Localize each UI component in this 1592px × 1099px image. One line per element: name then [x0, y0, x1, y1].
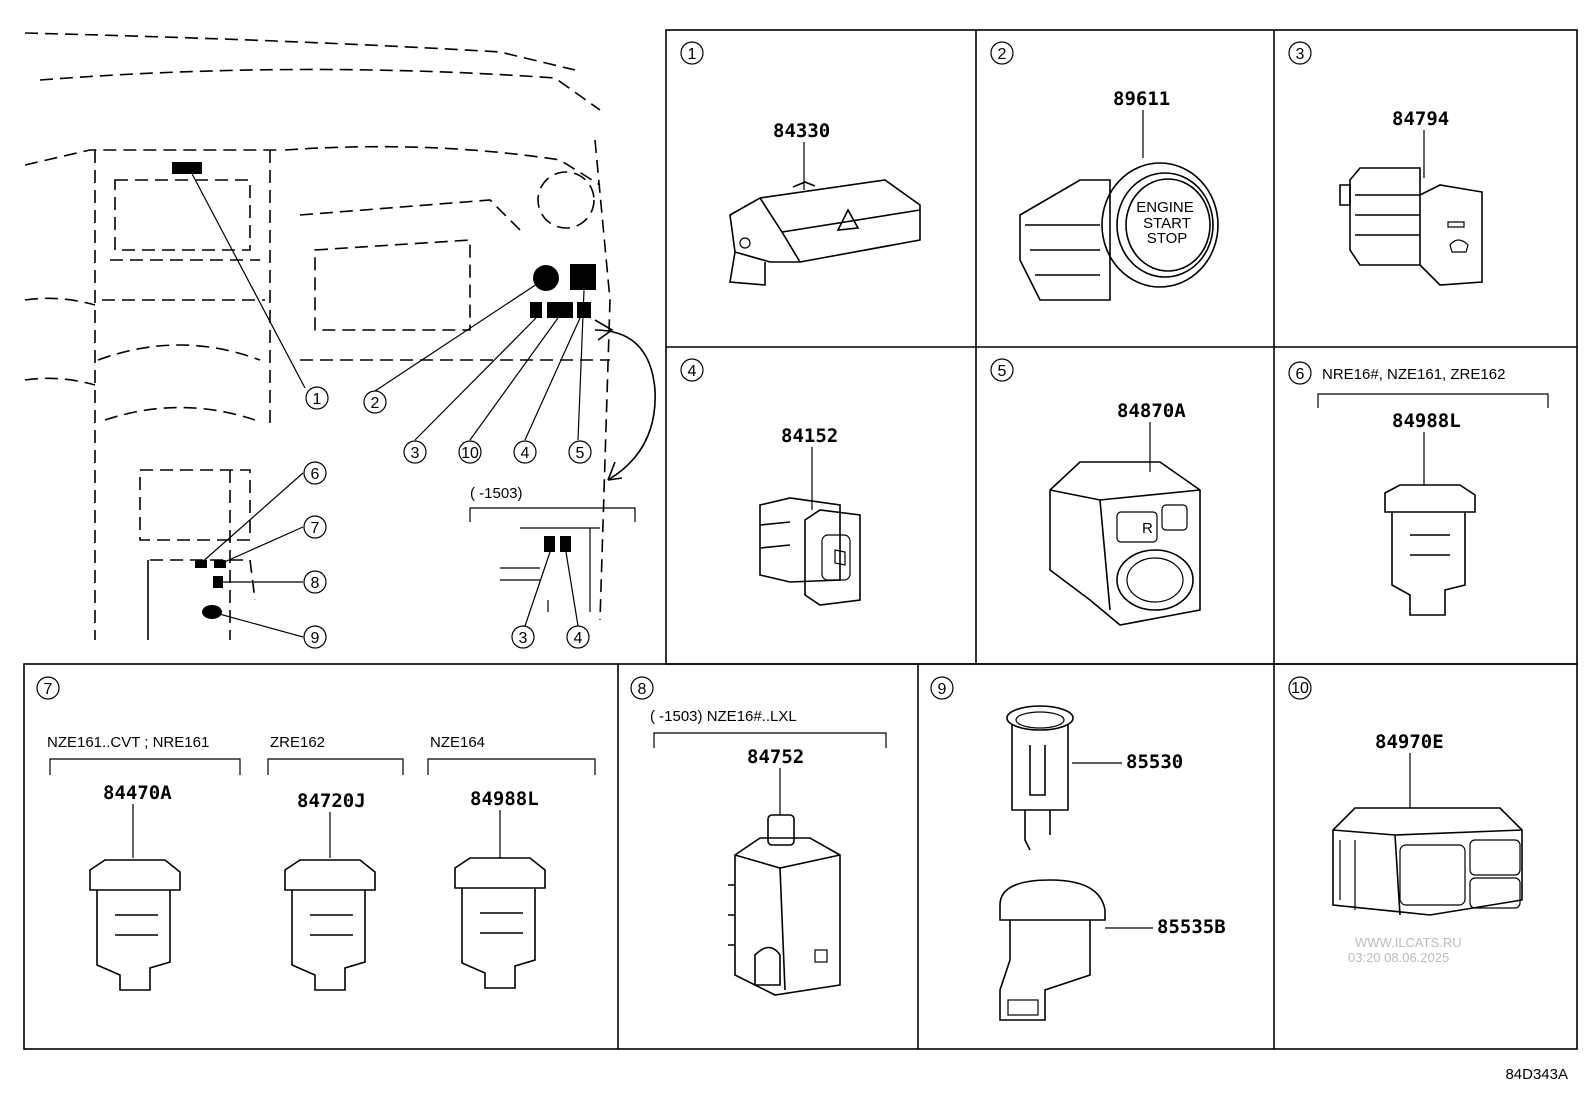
panel-1: 1 84330	[680, 41, 921, 286]
svg-text:ZRE162: ZRE162	[270, 734, 325, 751]
svg-text:8: 8	[311, 575, 320, 592]
svg-text:7: 7	[44, 681, 53, 698]
switch-locations	[172, 162, 596, 619]
svg-text:8: 8	[638, 681, 647, 698]
switch-7c-icon	[454, 857, 546, 989]
panel-5: 5 84870A R	[990, 358, 1201, 626]
svg-text:84752: 84752	[747, 746, 804, 768]
mark-hazard	[172, 162, 202, 174]
svg-text:84794: 84794	[1392, 108, 1449, 130]
svg-text:7: 7	[311, 520, 320, 537]
svg-text:84152: 84152	[781, 425, 838, 447]
panel-3: 3 84794	[1288, 41, 1483, 286]
svg-text:2: 2	[371, 395, 380, 412]
switch-6-icon	[1384, 484, 1476, 616]
socket-cover-icon	[999, 879, 1106, 1021]
svg-text:84330: 84330	[773, 120, 830, 142]
start-button-icon: ENGINE START STOP	[1019, 162, 1219, 301]
switch-7a-icon	[89, 859, 181, 991]
dashboard-overview	[24, 32, 656, 640]
diagram-code: 84D343A	[1505, 1066, 1568, 1083]
panel-7: 7 NZE161..CVT ; NRE161 ZRE162 NZE164 844…	[36, 676, 596, 991]
watermark-line1: WWW.ILCATS.RU	[1355, 935, 1462, 950]
svg-text:85530: 85530	[1126, 751, 1183, 773]
watermark-line2: 03:20 08.06.2025	[1348, 950, 1449, 965]
svg-text:ENGINE: ENGINE	[1136, 199, 1194, 216]
switch-7b-icon	[284, 859, 376, 991]
svg-text:NRE16#, NZE161, ZRE162: NRE16#, NZE161, ZRE162	[1322, 366, 1505, 383]
defogger-switch-icon	[1339, 167, 1483, 286]
svg-text:( -1503) NZE16#..LXL: ( -1503) NZE16#..LXL	[650, 708, 797, 725]
panel-grid	[23, 29, 1578, 1050]
svg-text:6: 6	[311, 466, 320, 483]
hazard-switch-icon	[729, 179, 921, 286]
svg-text:3: 3	[1296, 46, 1305, 63]
svg-text:9: 9	[938, 681, 947, 698]
svg-text:4: 4	[521, 445, 530, 462]
svg-text:10: 10	[461, 445, 479, 462]
overview-callouts: 1 2 3 10 4 5 6 7 8 9	[303, 386, 592, 649]
svg-text:5: 5	[998, 363, 1007, 380]
panel-10: 10 84970E WWW.ILCATS.RU 03:20 08.06.2025	[1288, 676, 1523, 965]
socket-icon	[1006, 705, 1074, 851]
headlight-level-switch-icon	[759, 497, 861, 606]
svg-text:1: 1	[313, 391, 322, 408]
svg-text:85535B: 85535B	[1157, 916, 1226, 938]
svg-text:89611: 89611	[1113, 88, 1170, 110]
svg-text:4: 4	[574, 630, 583, 647]
svg-text:3: 3	[411, 445, 420, 462]
panel-8: 8 ( -1503) NZE16#..LXL 84752	[630, 676, 887, 996]
svg-text:9: 9	[311, 630, 320, 647]
svg-text:84470A: 84470A	[103, 782, 172, 804]
svg-text:84988L: 84988L	[470, 788, 539, 810]
overview-inset: ( -1503) 3 4	[469, 485, 636, 649]
svg-text:10: 10	[1291, 680, 1309, 697]
svg-text:STOP: STOP	[1147, 230, 1188, 247]
panel-4: 4 84152	[680, 358, 861, 606]
svg-text:3: 3	[519, 630, 528, 647]
svg-text:84970E: 84970E	[1375, 731, 1444, 753]
svg-text:NZE164: NZE164	[430, 734, 485, 751]
svg-text:START: START	[1143, 215, 1191, 232]
panel-2: 2 89611 ENGINE START STOP	[990, 41, 1219, 301]
svg-text:1: 1	[688, 46, 697, 63]
switch-10-icon	[1332, 807, 1523, 916]
svg-text:2: 2	[998, 46, 1007, 63]
svg-text:84720J: 84720J	[297, 790, 366, 812]
mark-mirror	[570, 264, 596, 290]
svg-text:R: R	[1142, 520, 1153, 537]
mirror-switch-icon: R	[1049, 461, 1201, 626]
svg-text:84988L: 84988L	[1392, 410, 1461, 432]
svg-text:6: 6	[1296, 366, 1305, 383]
panel-6: 6 NRE16#, NZE161, ZRE162 84988L	[1288, 361, 1549, 616]
svg-text:( -1503): ( -1503)	[470, 485, 523, 502]
panel-9: 9 85530 85535B	[930, 676, 1226, 1021]
svg-text:NZE161..CVT ; NRE161: NZE161..CVT ; NRE161	[47, 734, 209, 751]
switch-8-icon	[728, 814, 841, 996]
svg-text:84870A: 84870A	[1117, 400, 1186, 422]
svg-text:4: 4	[688, 363, 697, 380]
svg-text:5: 5	[576, 445, 585, 462]
leader-lines	[189, 169, 585, 638]
